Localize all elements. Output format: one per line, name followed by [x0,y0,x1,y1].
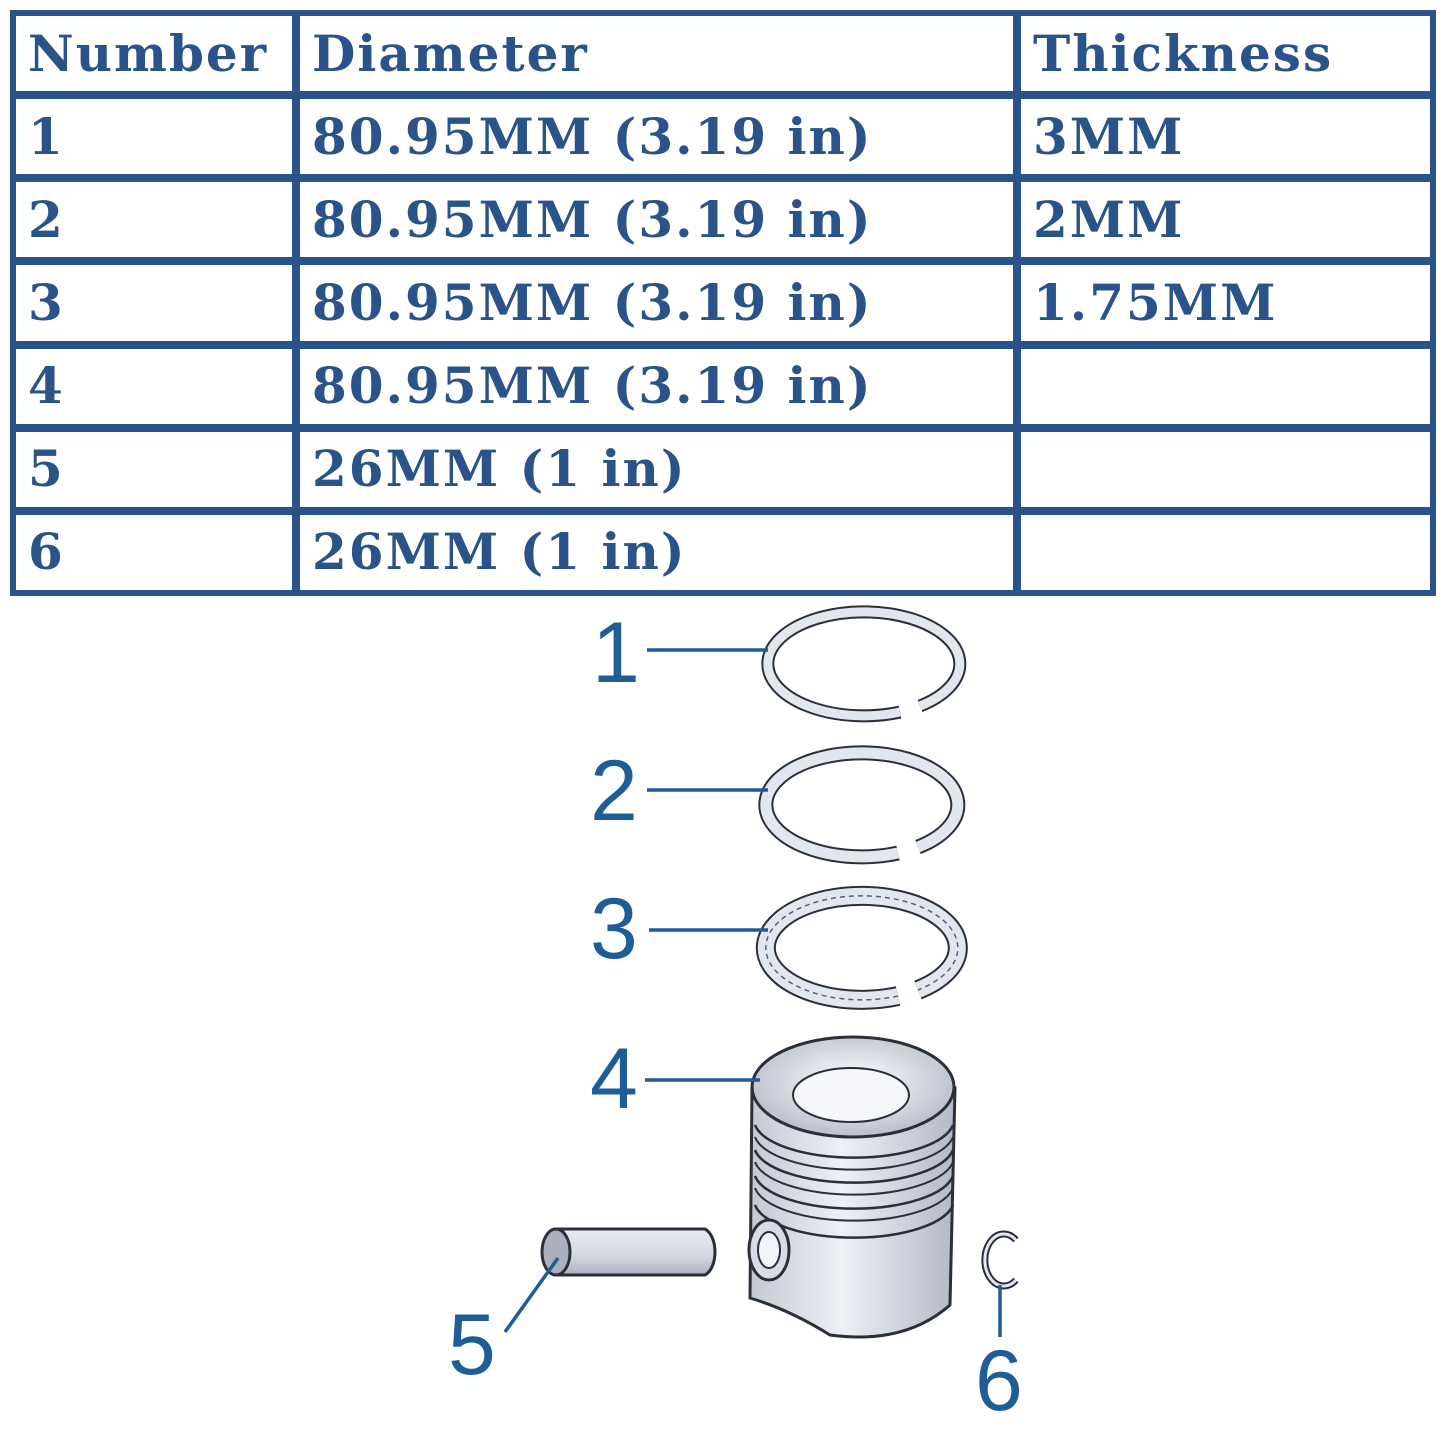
callout-label-5: 5 [448,1297,496,1393]
cell-number: 5 [16,431,292,507]
cell-diameter: 80.95MM (3.19 in) [300,348,1013,424]
header-diameter: Diameter [300,16,1013,92]
callout-line-5 [503,1256,560,1334]
piston-ring-1 [761,605,967,723]
cell-diameter: 80.95MM (3.19 in) [300,182,1013,258]
cell-number: 2 [16,182,292,258]
cell-thickness [1021,348,1430,424]
piston [747,1035,957,1339]
cell-thickness: 1.75MM [1021,265,1430,341]
callout-label-4: 4 [590,1031,638,1127]
callout-label-1: 1 [592,605,640,701]
header-thickness: Thickness [1021,16,1430,92]
cell-diameter: 26MM (1 in) [300,431,1013,507]
cell-thickness: 2MM [1021,182,1430,258]
callout-label-3: 3 [590,881,638,977]
piston-ring-3 [755,885,968,1010]
cell-diameter: 80.95MM (3.19 in) [300,99,1013,175]
spec-table: Number Diameter Thickness 1 80.95MM (3.1… [10,10,1436,596]
callout-label-6: 6 [975,1333,1023,1429]
piston-exploded-diagram: 1 2 3 4 5 6 [448,605,1023,1429]
piston-pin [540,1227,717,1277]
cell-number: 1 [16,99,292,175]
cell-number: 4 [16,348,292,424]
cell-number: 3 [16,265,292,341]
cell-diameter: 80.95MM (3.19 in) [300,265,1013,341]
header-number: Number [16,16,292,92]
cell-thickness [1021,514,1430,590]
piston-ring-2 [758,745,966,865]
cell-thickness: 3MM [1021,99,1430,175]
cell-diameter: 26MM (1 in) [300,514,1013,590]
callout-label-2: 2 [590,743,638,839]
circlip [981,1230,1019,1290]
cell-thickness [1021,431,1430,507]
cell-number: 6 [16,514,292,590]
